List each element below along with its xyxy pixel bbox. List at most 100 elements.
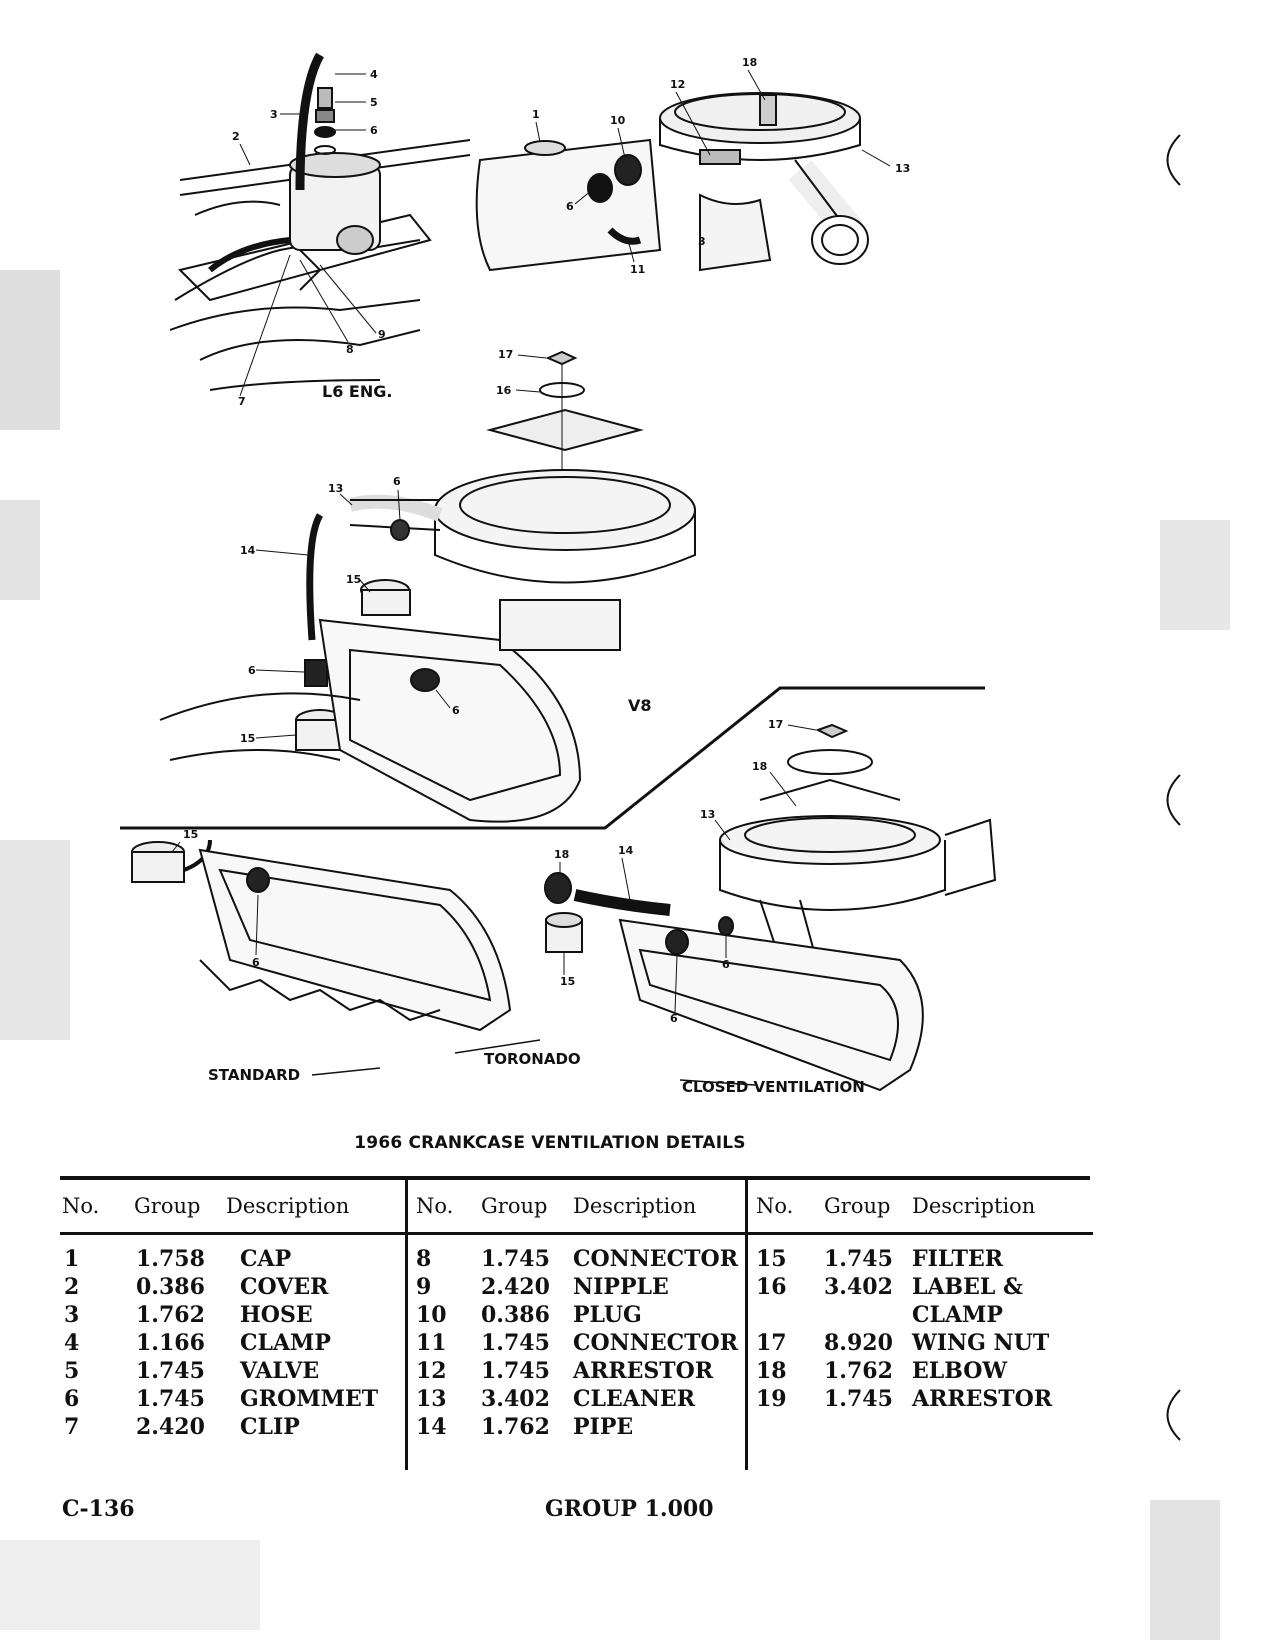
part-number: 9 [416,1274,432,1300]
closed-ventilation-label: CLOSED VENTILATION [682,1078,865,1096]
part-description: WING NUT [912,1330,1050,1356]
table-row: 14 1.762 PIPE [408,1413,748,1441]
group-number: 1.762 [136,1302,205,1328]
l6-engine-view [169,52,471,391]
standard-callouts: 15 6 [171,828,260,969]
part-number: 3 [64,1302,80,1328]
group-number: 8.920 [824,1330,893,1356]
group-number: 2.420 [136,1414,205,1440]
header-no: No. [416,1194,454,1218]
part-description: ARRESTOR [912,1386,1053,1412]
part-number: 14 [416,1414,447,1440]
table-header: No. Group Description [408,1180,748,1235]
part-description: LABEL & [912,1274,1023,1300]
header-description: Description [226,1194,350,1218]
group-number: 1.758 [136,1246,205,1272]
view-label-leaders [311,1039,756,1086]
group-number: 0.386 [481,1302,550,1328]
group-number: 1.745 [481,1358,550,1384]
part-description: CLIP [240,1414,300,1440]
header-description: Description [573,1194,697,1218]
part-number: 19 [756,1386,787,1412]
v8-top-view [475,92,869,272]
part-description: CONNECTOR [573,1246,738,1272]
svg-text:9: 9 [378,328,386,341]
svg-text:14: 14 [618,844,634,857]
table-header: No. Group Description [748,1180,1093,1235]
part-description: PIPE [573,1414,634,1440]
svg-text:4: 4 [370,68,378,81]
svg-text:5: 5 [370,96,378,109]
part-description: CONNECTOR [573,1330,738,1356]
group-number: 3.402 [824,1274,893,1300]
svg-text:12: 12 [670,78,685,91]
group-number: 1.745 [481,1330,550,1356]
svg-text:6: 6 [252,956,260,969]
svg-text:13: 13 [700,808,715,821]
svg-text:17: 17 [768,718,783,731]
toronado-label: TORONADO [484,1050,581,1068]
group-number: 1.762 [824,1358,893,1384]
header-no: No. [756,1194,794,1218]
group-number: 0.386 [136,1274,205,1300]
svg-text:11: 11 [630,263,645,276]
standard-view [131,839,512,1032]
svg-text:16: 16 [496,384,512,397]
svg-text:17: 17 [498,348,513,361]
part-number: 10 [416,1302,447,1328]
part-number: 15 [756,1246,787,1272]
header-group: Group [824,1194,891,1218]
l6-engine-label: L6 ENG. [322,382,393,401]
toronado-callouts: 17 18 13 18 14 6 15 6 [554,718,817,1025]
svg-text:6: 6 [248,664,256,677]
svg-text:3: 3 [270,108,278,121]
binder-hole-arc [1166,774,1181,826]
part-number: 1 [64,1246,80,1272]
group-number: 1.762 [481,1414,550,1440]
v8-label: V8 [628,696,652,715]
table-row: 10 0.386 PLUG [408,1301,748,1329]
part-description: HOSE [240,1302,313,1328]
diagram-caption: 1966 CRANKCASE VENTILATION DETAILS [354,1133,746,1153]
table-header: No. Group Description [60,1180,405,1235]
svg-text:18: 18 [752,760,767,773]
header-description: Description [912,1194,1036,1218]
part-number: 8 [416,1246,432,1272]
svg-text:18: 18 [554,848,569,861]
part-number: 7 [64,1414,80,1440]
group-label: GROUP 1.000 [545,1496,714,1522]
svg-text:6: 6 [452,704,460,717]
v8-top-callouts: 1 10 6 12 18 13 3 11 [532,56,910,276]
part-description: PLUG [573,1302,642,1328]
scan-noise-left [0,270,1230,1640]
v8-main-callouts: 17 16 13 6 14 15 6 6 15 [240,348,547,745]
svg-text:15: 15 [560,975,575,988]
group-number: 3.402 [481,1386,550,1412]
svg-text:15: 15 [240,732,255,745]
svg-text:6: 6 [393,475,401,488]
svg-text:8: 8 [346,343,354,356]
group-number: 2.420 [481,1274,550,1300]
part-description: CLAMP [240,1330,331,1356]
part-number: 13 [416,1386,447,1412]
svg-text:10: 10 [610,114,626,127]
part-number: 16 [756,1274,787,1300]
table-row: 3 1.762 HOSE [60,1301,405,1329]
part-description: VALVE [240,1358,320,1384]
toronado-view [544,723,997,1092]
